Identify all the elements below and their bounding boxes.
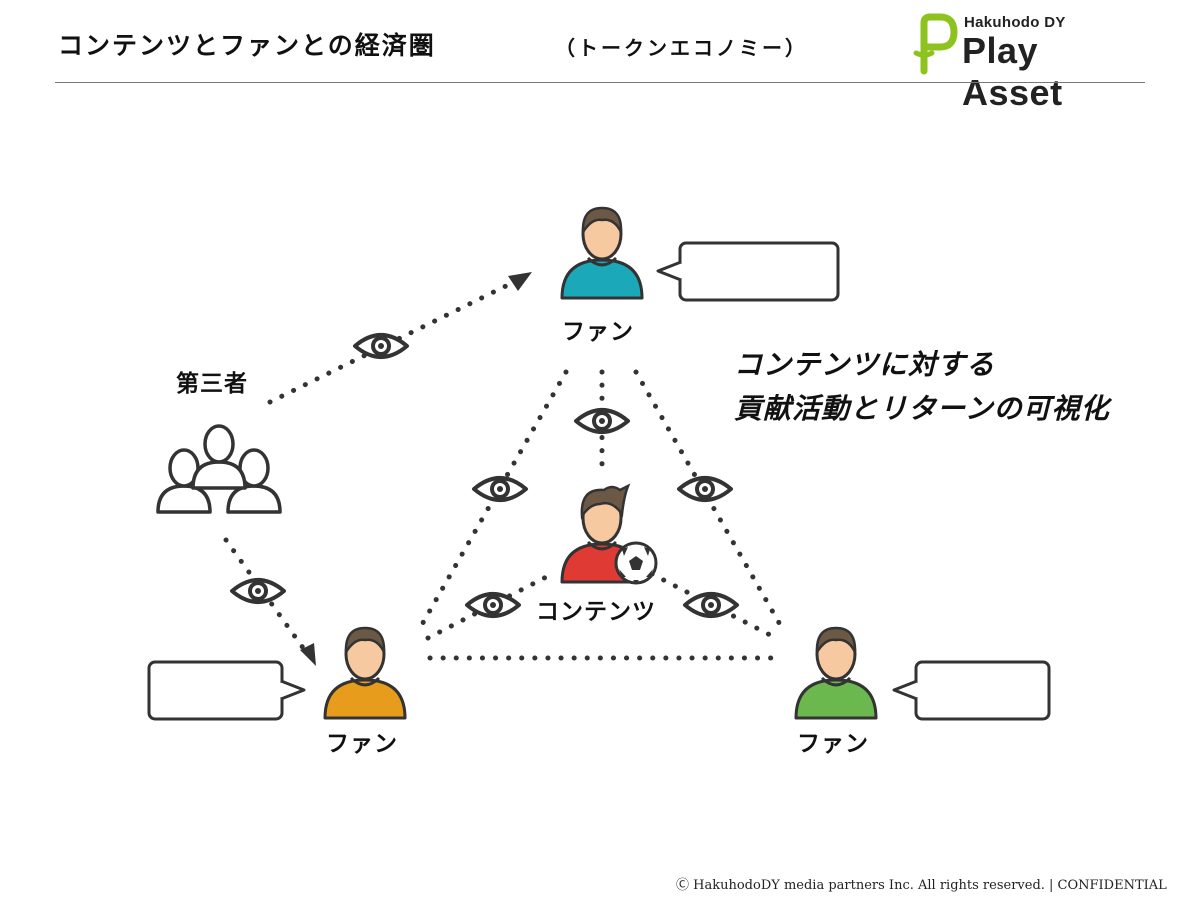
- fan-right-label: ファン: [797, 731, 869, 757]
- connector-fan-left-to-content: [425, 571, 555, 641]
- logo: Hakuhodo DY Play Asset: [912, 10, 1147, 113]
- content-label: コンテンツ: [536, 599, 656, 625]
- arrow-head-to-fan-top: [508, 272, 532, 291]
- third-party-group-icon: [156, 424, 282, 514]
- logo-product: Play Asset: [962, 30, 1063, 113]
- header-divider: [55, 82, 1145, 83]
- play-asset-logo-mark: [913, 13, 958, 75]
- logo-company: Hakuhodo DY: [964, 14, 1066, 31]
- tagline-line-2: 貢献活動とリターンの可視化: [734, 392, 1110, 425]
- eye-icon: [230, 578, 286, 604]
- speech-bubble-left: [147, 660, 306, 721]
- eye-icon: [574, 408, 630, 434]
- eye-icon: [472, 476, 528, 502]
- third-party-label: 第三者: [176, 371, 248, 397]
- connector-third-party-to-fan-top: [267, 280, 515, 405]
- speech-bubble-right: [892, 660, 1051, 721]
- fan-top-label: ファン: [562, 319, 634, 345]
- speech-bubble-top: [656, 241, 840, 302]
- page-title: コンテンツとファンとの経済圏: [58, 31, 436, 60]
- eye-icon: [353, 333, 409, 359]
- arrow-head-to-fan-left: [300, 643, 316, 666]
- tagline-line-1: コンテンツに対する: [734, 348, 996, 381]
- soccer-ball-icon: [614, 541, 658, 585]
- eye-icon: [683, 592, 739, 618]
- page-subtitle: （トークンエコノミー）: [555, 36, 808, 60]
- fan-top-icon: [560, 206, 644, 300]
- diagram-tagline: コンテンツに対する 貢献活動とリターンの可視化: [734, 343, 1110, 431]
- fan-right-icon: [794, 626, 878, 720]
- fan-left-label: ファン: [326, 731, 398, 757]
- eye-icon: [677, 476, 733, 502]
- footer-copyright: Ⓒ HakuhodoDY media partners Inc. All rig…: [676, 878, 1167, 893]
- fan-left-icon: [323, 626, 407, 720]
- connector-fan-right-to-content: [649, 571, 779, 641]
- eye-icon: [465, 592, 521, 618]
